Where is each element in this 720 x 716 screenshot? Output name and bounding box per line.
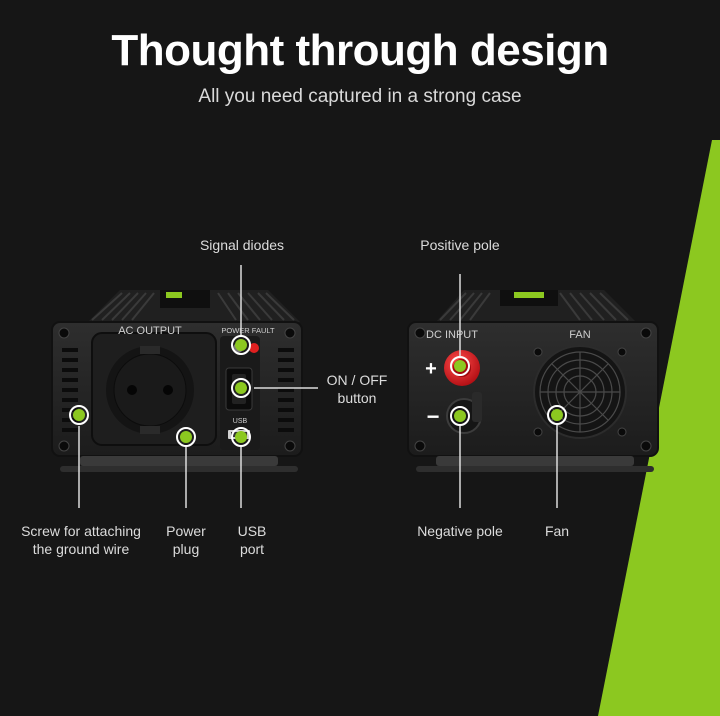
plus-symbol: + — [425, 358, 437, 380]
on-off-button-label: ON / OFF button — [314, 371, 400, 407]
usb-port-label-line1: USB — [237, 523, 267, 539]
hotspot-ground-screw — [69, 405, 89, 425]
hotspot-power-plug — [176, 427, 196, 447]
power-fault-panel-label: POWER FAULT — [221, 326, 275, 335]
page-subtitle: All you need captured in a strong case — [198, 86, 522, 107]
usb-panel-label: USB — [233, 418, 248, 425]
power-plug-label-line1: Power — [166, 523, 206, 539]
minus-symbol: − — [427, 404, 440, 429]
signal-diodes-label: Signal diodes — [199, 237, 285, 253]
power-plug-label: Power plug — [156, 522, 216, 558]
hotspot-on-off-button — [231, 378, 251, 398]
on-off-label-line1: ON / OFF — [326, 372, 388, 388]
inverter-rear-view — [407, 290, 659, 472]
fan-panel-label: FAN — [569, 329, 590, 341]
hotspot-positive-pole — [450, 356, 470, 376]
hotspot-fan — [547, 405, 567, 425]
hotspot-signal-diodes — [231, 335, 251, 355]
fan-label: Fan — [544, 523, 570, 539]
hotspot-negative-pole — [450, 406, 470, 426]
usb-port-label: USB port — [222, 522, 282, 558]
inverter-front-view — [51, 290, 303, 472]
dc-input-panel-label: DC INPUT — [426, 329, 478, 341]
ac-output-panel-label: AC OUTPUT — [118, 325, 182, 337]
page-title: Thought through design — [111, 26, 609, 75]
ground-screw-label: Screw for attaching the ground wire — [12, 522, 150, 558]
usb-port-label-line2: port — [239, 541, 265, 557]
power-plug-label-line2: plug — [172, 541, 200, 557]
ground-screw-label-line2: the ground wire — [32, 541, 130, 557]
positive-pole-label: Positive pole — [420, 237, 500, 253]
on-off-label-line2: button — [337, 390, 377, 406]
hotspot-usb-port — [231, 427, 251, 447]
negative-pole-label: Negative pole — [417, 523, 503, 539]
ground-screw-label-line1: Screw for attaching — [21, 523, 141, 539]
hotspot-markers — [69, 335, 567, 447]
